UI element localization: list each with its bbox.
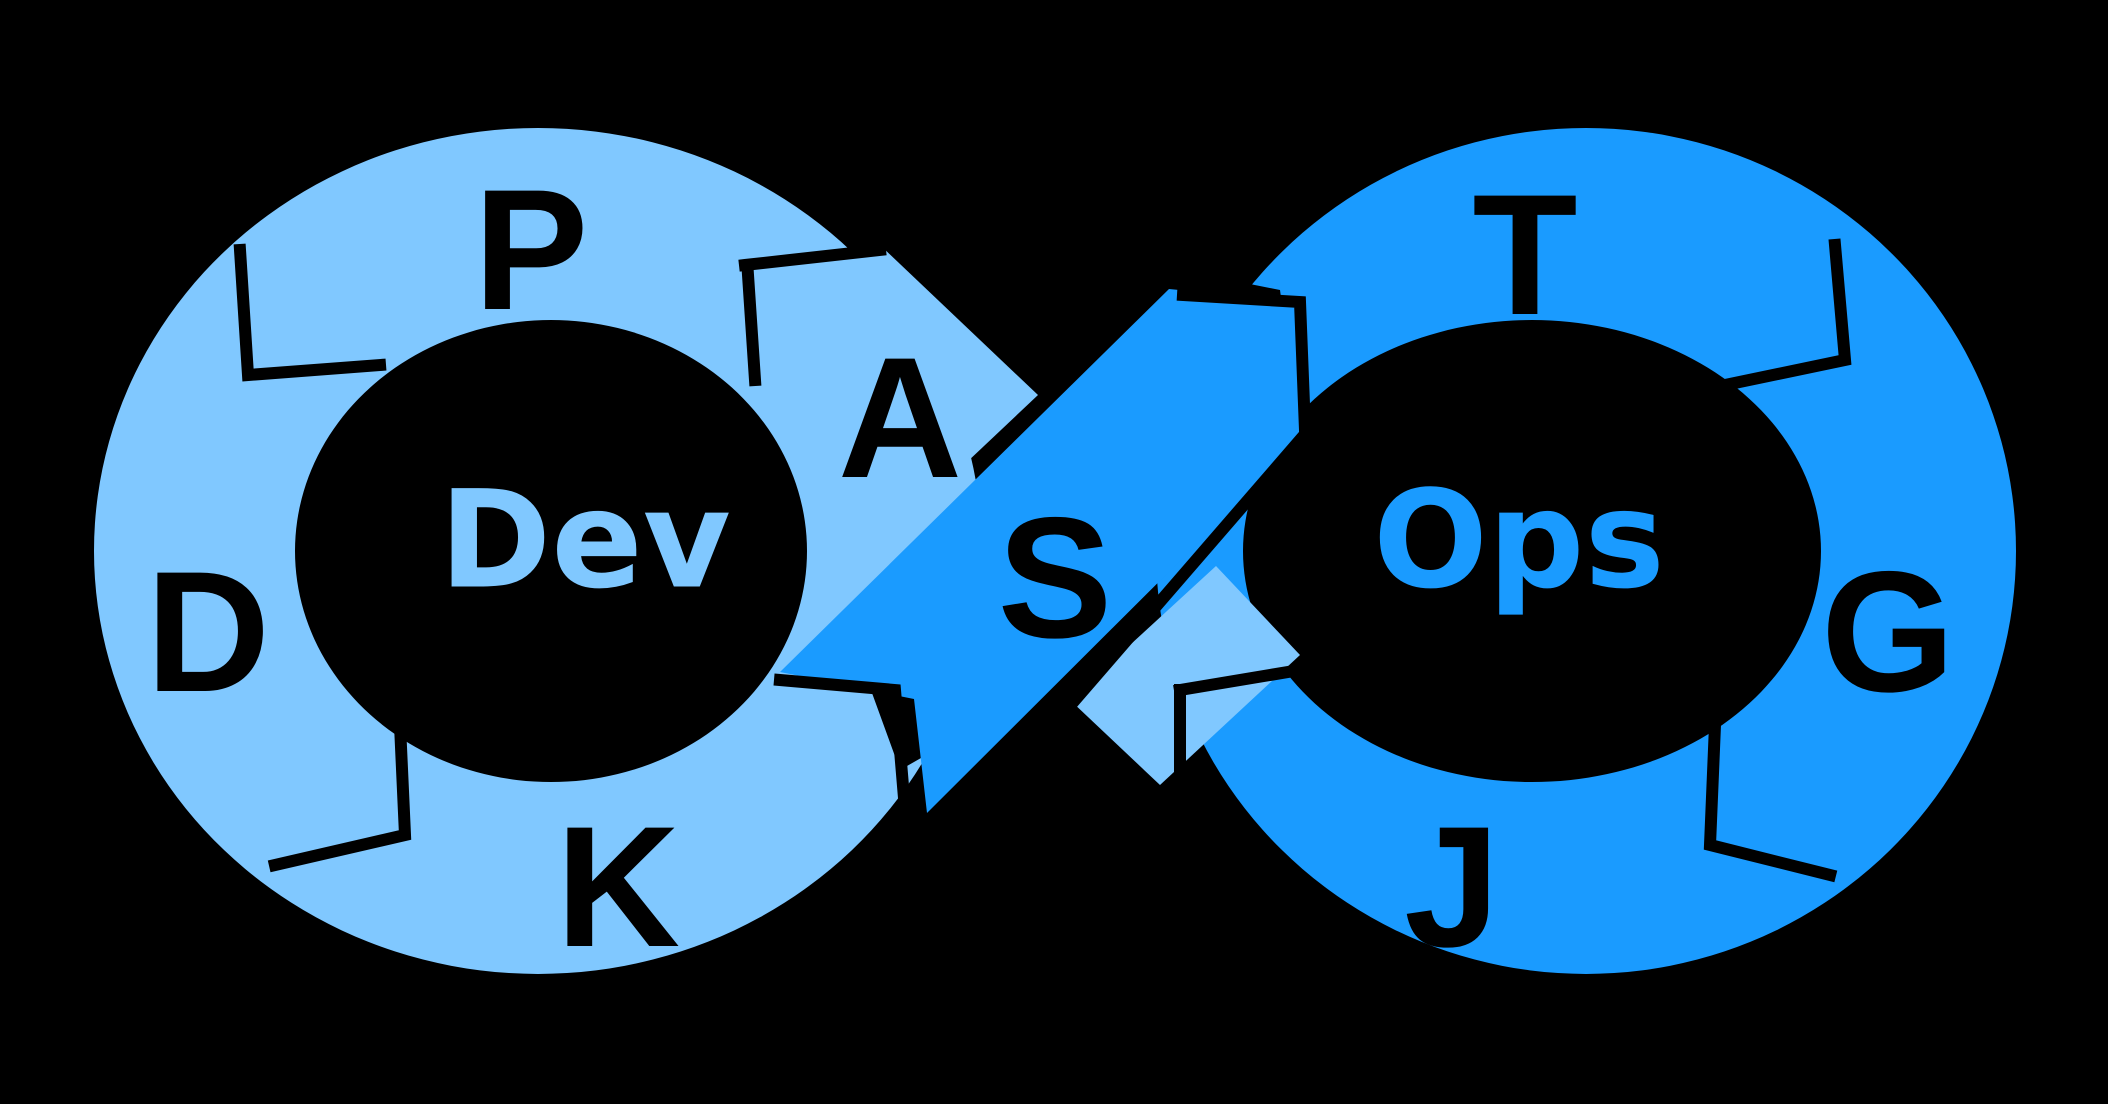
ops-loop xyxy=(1156,127,2016,974)
dev-word: Dev xyxy=(439,462,731,619)
letter-p: P xyxy=(474,154,589,346)
letter-s: S xyxy=(998,482,1113,674)
letter-k: K xyxy=(556,791,680,983)
segment-separators xyxy=(233,238,1852,883)
letter-g: G xyxy=(1821,536,1955,728)
letter-d: D xyxy=(146,536,270,728)
letter-j: J xyxy=(1404,791,1500,983)
dev-lower-piece xyxy=(1070,566,1300,785)
crossing-band xyxy=(780,289,1304,813)
letter-t: T xyxy=(1472,159,1577,351)
dev-upper-piece xyxy=(760,245,1038,530)
letter-a: A xyxy=(838,322,962,514)
ops-word: Ops xyxy=(1373,462,1665,619)
